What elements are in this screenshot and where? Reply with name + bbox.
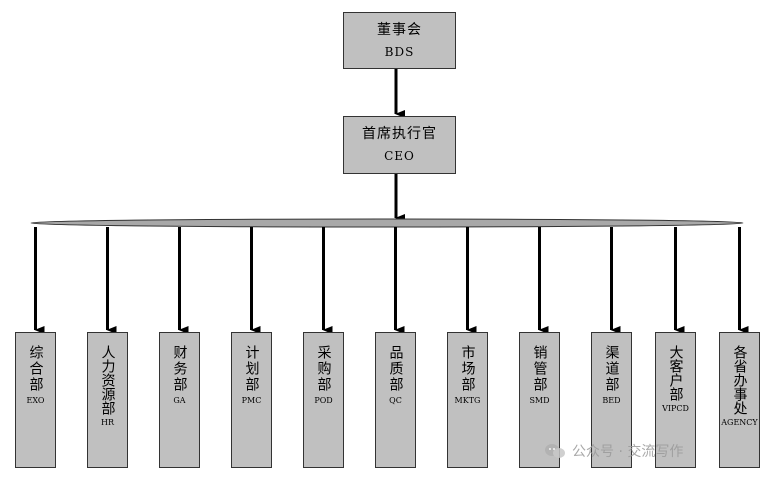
- department-name: 综合部: [27, 345, 44, 393]
- department-code: HR: [101, 418, 114, 427]
- department-name: 采购部: [315, 345, 332, 393]
- department-code: VIPCD: [662, 404, 689, 413]
- department-code: BED: [602, 396, 621, 405]
- department-box-vipcd: 大客户部 VIPCD: [655, 332, 696, 468]
- department-name: 大客户部: [667, 345, 684, 401]
- department-code: QC: [389, 396, 402, 405]
- department-name: 市场部: [459, 345, 476, 393]
- department-code: GA: [173, 396, 186, 405]
- department-name: 各省办事处: [731, 345, 748, 415]
- department-connectors: [34, 227, 749, 334]
- board-title-en: BDS: [384, 44, 415, 59]
- ceo-box: 首席执行官 CEO: [343, 116, 456, 174]
- department-box-hr: 人力资源部 HR: [87, 332, 128, 468]
- watermark: 公众号 · 交流写作: [544, 441, 683, 461]
- department-code: MKTG: [454, 396, 481, 405]
- department-code: EXO: [26, 396, 45, 405]
- wechat-icon: [544, 443, 566, 459]
- distribution-bar: [30, 218, 744, 228]
- department-box-exo: 综合部 EXO: [15, 332, 56, 468]
- department-box-agency: 各省办事处 AGENCY: [719, 332, 760, 468]
- department-code: AGENCY: [721, 418, 758, 427]
- department-name: 品质部: [387, 345, 404, 393]
- department-code: PMC: [241, 396, 262, 405]
- department-code: POD: [314, 396, 333, 405]
- department-box-mktg: 市场部 MKTG: [447, 332, 488, 468]
- department-box-pod: 采购部 POD: [303, 332, 344, 468]
- department-box-pmc: 计划部 PMC: [231, 332, 272, 468]
- board-box: 董事会 BDS: [343, 12, 456, 69]
- ceo-title-en: CEO: [384, 149, 415, 163]
- ceo-title-cn: 首席执行官: [362, 126, 437, 142]
- department-box-qc: 品质部 QC: [375, 332, 416, 468]
- department-name: 渠道部: [603, 345, 620, 393]
- department-name: 销管部: [531, 345, 548, 393]
- department-box-ga: 财务部 GA: [159, 332, 200, 468]
- department-code: SMD: [529, 396, 550, 405]
- board-title-cn: 董事会: [377, 21, 422, 38]
- department-name: 计划部: [243, 345, 260, 393]
- department-name: 人力资源部: [99, 345, 116, 415]
- watermark-text: 公众号 · 交流写作: [572, 444, 684, 460]
- department-name: 财务部: [171, 345, 188, 393]
- department-box-bed: 渠道部 BED: [591, 332, 632, 468]
